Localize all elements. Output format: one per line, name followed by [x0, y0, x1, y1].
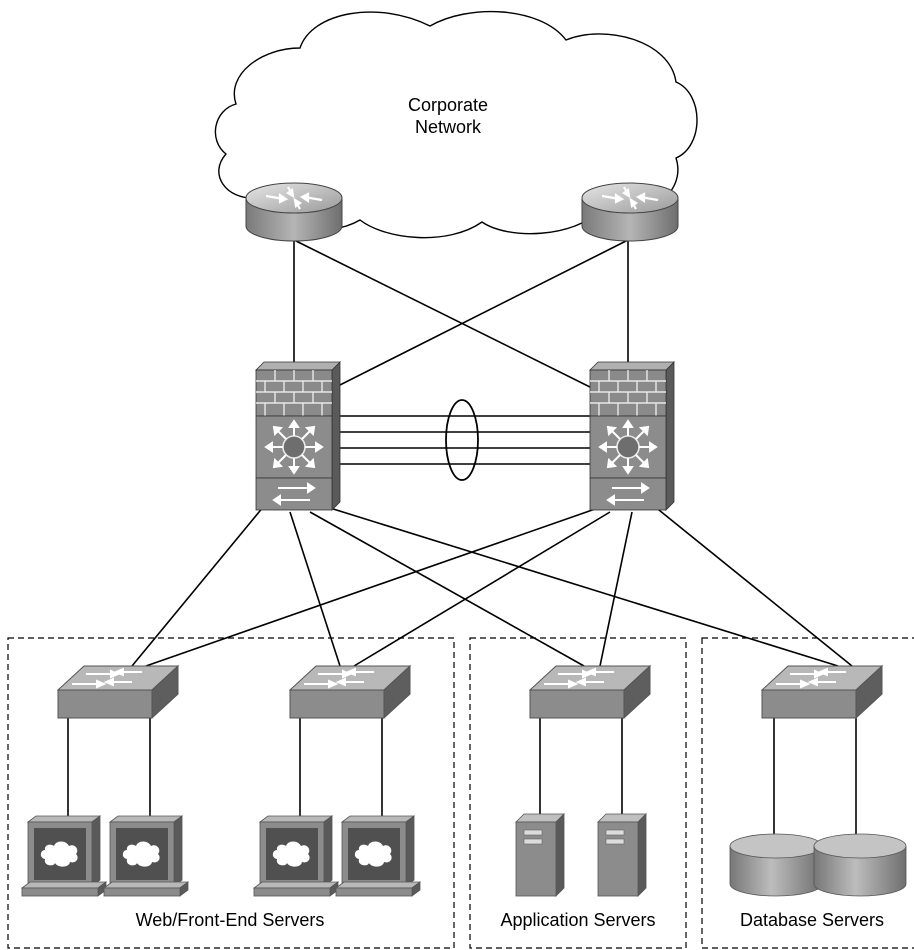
- tower-server-icon: [597, 813, 647, 897]
- link-core1-sw2: [289, 511, 341, 667]
- workgroup-switch-icon: [289, 665, 411, 719]
- database-cylinder-icon: [729, 833, 823, 897]
- workgroup-switch-icon: [57, 665, 179, 719]
- link-core2-sw4: [653, 505, 853, 667]
- workgroup-switch-icon: [529, 665, 651, 719]
- network-links: [67, 239, 857, 836]
- link-router2-core1: [329, 239, 629, 391]
- cloud-label-line2: Network: [415, 117, 482, 137]
- web-server-terminal-icon: [21, 815, 107, 897]
- link-core1-sw3: [309, 511, 585, 667]
- workgroup-switch-icon: [761, 665, 883, 719]
- database-cylinder-icon: [813, 833, 907, 897]
- web-server-terminal-icon: [253, 815, 339, 897]
- web-servers-group-box: [7, 637, 455, 949]
- link-core1-sw4: [329, 507, 839, 667]
- firewall-multilayer-switch-icon: [255, 361, 341, 511]
- tower-server-icon: [515, 813, 565, 897]
- web-server-terminal-icon: [103, 815, 189, 897]
- link-core1-sw1: [131, 505, 265, 667]
- etherchannel-bundle-ellipse: [445, 399, 479, 481]
- firewall-multilayer-switch-icon: [589, 361, 675, 511]
- link-core2-sw2: [353, 511, 611, 667]
- database-servers-label: Database Servers: [740, 910, 884, 930]
- application-servers-label: Application Servers: [500, 910, 655, 930]
- link-core2-sw3: [599, 511, 633, 667]
- web-servers-label: Web/Front-End Servers: [136, 910, 325, 930]
- link-core2-sw1: [145, 507, 599, 667]
- router-icon: [580, 181, 680, 243]
- web-server-terminal-icon: [335, 815, 421, 897]
- application-servers-group-box: [469, 637, 687, 949]
- cloud-label-line1: Corporate: [408, 95, 488, 115]
- router-icon: [244, 181, 344, 243]
- link-router1-core2: [293, 239, 597, 391]
- database-servers-group-box: [701, 637, 914, 949]
